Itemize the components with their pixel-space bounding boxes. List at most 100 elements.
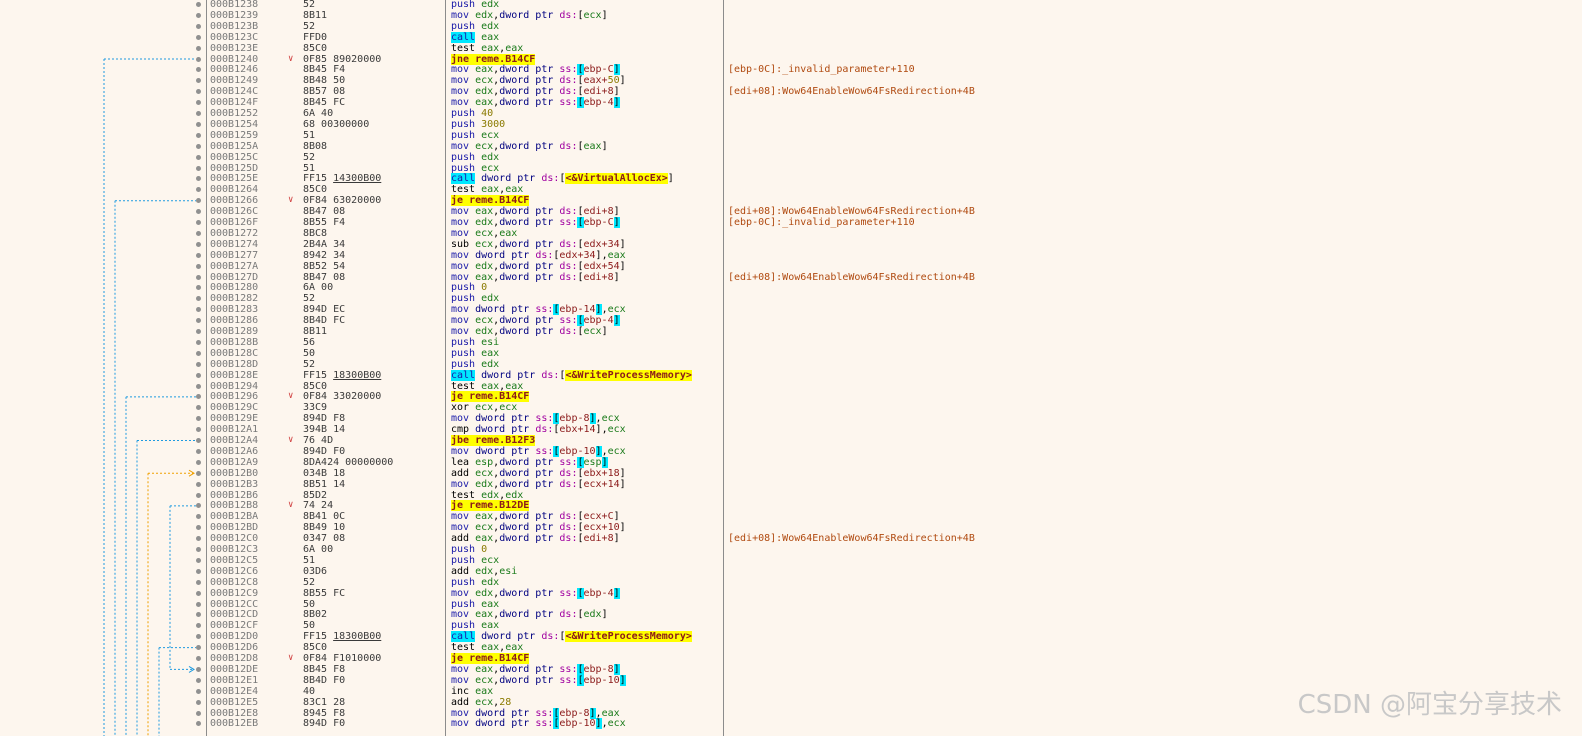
breakpoint-dot-icon[interactable] xyxy=(196,209,201,215)
breakpoint-dot-icon[interactable] xyxy=(196,666,201,672)
breakpoint-dot-icon[interactable] xyxy=(196,557,201,563)
breakpoint-dot-icon[interactable] xyxy=(196,78,201,84)
breakpoint-dot-icon[interactable] xyxy=(196,143,201,149)
breakpoint-dot-icon[interactable] xyxy=(196,187,201,193)
breakpoint-dot-icon[interactable] xyxy=(196,525,201,531)
breakpoint-dot-icon[interactable] xyxy=(196,285,201,291)
breakpoint-dot-icon[interactable] xyxy=(196,34,201,40)
breakpoint-dot-icon[interactable] xyxy=(196,220,201,225)
breakpoint-dot-icon[interactable] xyxy=(196,688,201,694)
breakpoint-dot-icon[interactable] xyxy=(196,230,201,236)
breakpoint-dot-icon[interactable] xyxy=(196,165,201,171)
breakpoint-dot-icon[interactable] xyxy=(196,656,201,661)
breakpoint-dot-icon[interactable] xyxy=(196,492,201,498)
breakpoint-dot-icon[interactable] xyxy=(196,154,201,160)
breakpoint-dot-icon[interactable] xyxy=(196,579,201,585)
breakpoint-dot-icon[interactable] xyxy=(196,481,201,487)
breakpoint-dot-icon[interactable] xyxy=(196,721,201,727)
breakpoint-dot-icon[interactable] xyxy=(196,416,201,422)
breakpoint-dot-icon[interactable] xyxy=(196,568,201,574)
breakpoint-dot-icon[interactable] xyxy=(196,536,201,542)
breakpoint-dot-icon[interactable] xyxy=(196,274,201,280)
breakpoint-dot-icon[interactable] xyxy=(196,634,201,640)
breakpoint-dot-icon[interactable] xyxy=(196,318,201,324)
breakpoint-dot-icon[interactable] xyxy=(196,339,201,345)
breakpoint-dot-icon[interactable] xyxy=(196,394,201,400)
breakpoint-dot-icon[interactable] xyxy=(196,383,201,389)
breakpoint-dot-icon[interactable] xyxy=(196,405,201,411)
breakpoint-dot-icon[interactable] xyxy=(196,590,201,596)
breakpoint-dot-icon[interactable] xyxy=(196,12,201,18)
breakpoint-dot-icon[interactable] xyxy=(196,601,201,607)
breakpoint-dot-icon[interactable] xyxy=(196,645,201,651)
breakpoint-dot-icon[interactable] xyxy=(196,296,201,302)
breakpoint-dot-icon[interactable] xyxy=(196,350,201,356)
breakpoint-dot-icon[interactable] xyxy=(196,623,201,629)
breakpoint-dot-icon[interactable] xyxy=(196,111,201,116)
breakpoint-dot-icon[interactable] xyxy=(196,56,201,62)
breakpoint-dot-icon[interactable] xyxy=(196,198,201,204)
breakpoint-dot-icon[interactable] xyxy=(196,263,201,269)
breakpoint-dot-icon[interactable] xyxy=(196,547,201,552)
breakpoint-dot-icon[interactable] xyxy=(196,372,201,378)
breakpoint-dot-icon[interactable] xyxy=(196,121,201,127)
breakpoint-dot-icon[interactable] xyxy=(196,89,201,95)
breakpoint-dot-icon[interactable] xyxy=(196,612,201,618)
breakpoint-dot-icon[interactable] xyxy=(196,448,201,454)
breakpoint-dot-icon[interactable] xyxy=(196,329,201,334)
breakpoint-dot-icon[interactable] xyxy=(196,470,201,476)
breakpoint-dot-icon[interactable] xyxy=(196,176,201,182)
breakpoint-dot-icon[interactable] xyxy=(196,252,201,258)
breakpoint-dot-icon[interactable] xyxy=(196,67,201,73)
breakpoint-dot-icon[interactable] xyxy=(196,2,201,7)
breakpoint-dot-icon[interactable] xyxy=(196,427,201,433)
breakpoint-dot-icon[interactable] xyxy=(196,241,201,247)
